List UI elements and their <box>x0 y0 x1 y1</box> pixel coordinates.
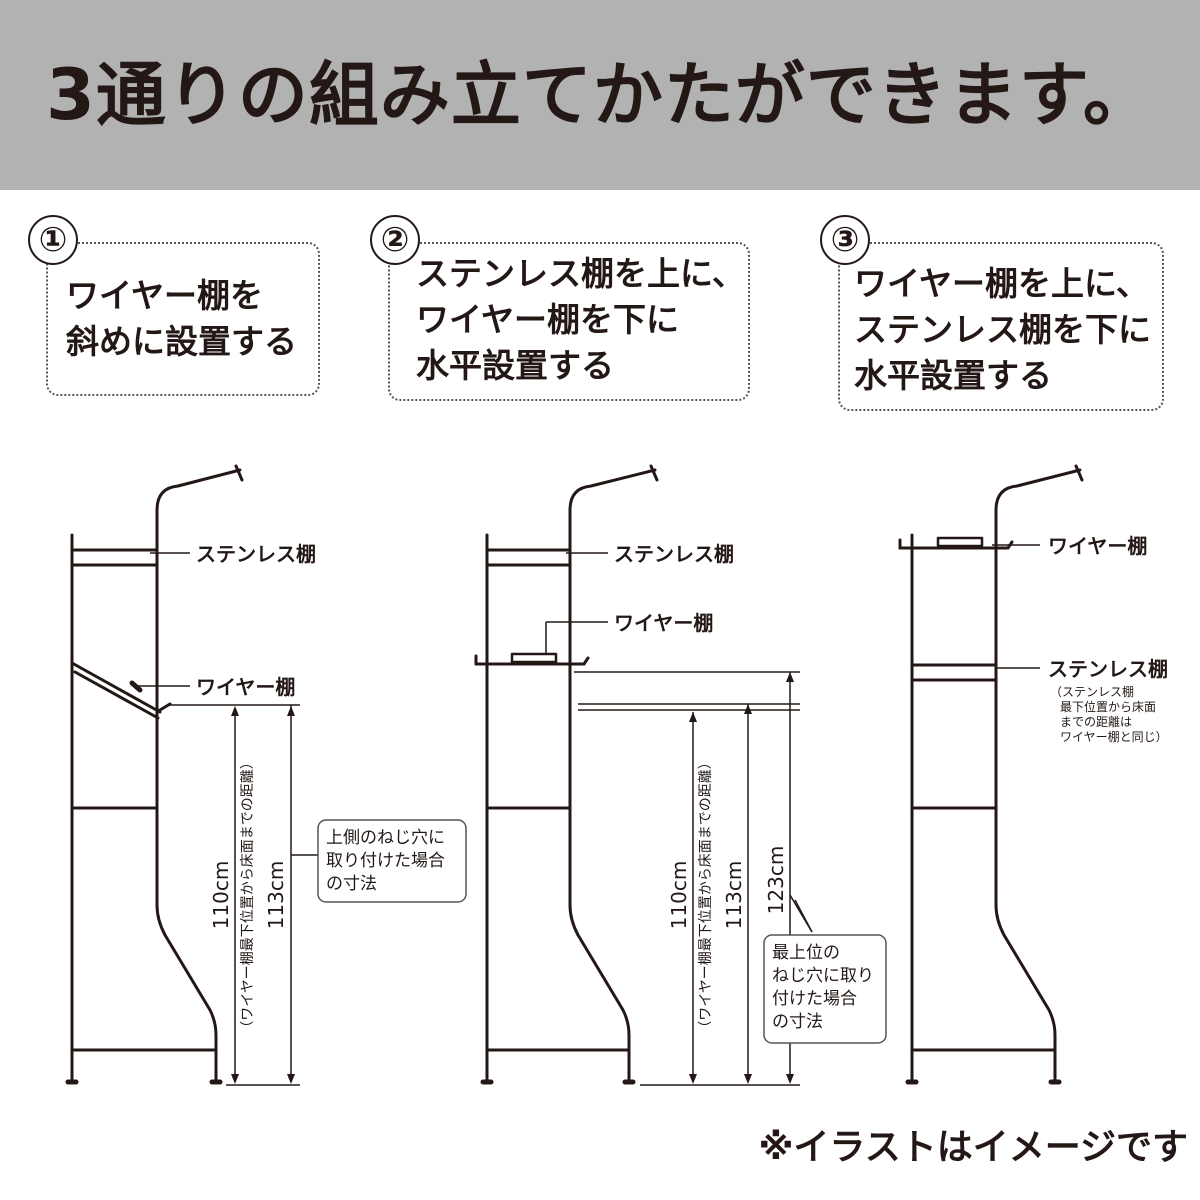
option-number: ③ <box>820 215 870 265</box>
stainless-note-line: 最下位置から床面 <box>1060 699 1156 714</box>
callout-line: 付けた場合 <box>772 989 857 1009</box>
rack-illustration-2 <box>474 464 659 1085</box>
callout-box-1 <box>317 819 467 903</box>
image-disclaimer: ※イラストはイメージです <box>758 1127 1188 1168</box>
dimension-110: 110cm <box>209 861 233 930</box>
dimension-113: 113cm <box>264 861 288 930</box>
option-box <box>46 242 320 396</box>
label-stainless-shelf: ステンレス棚 <box>614 542 734 566</box>
dimension-123: 123cm <box>764 846 788 915</box>
dimension-113: 113cm <box>722 861 746 930</box>
option-line: 水平設置する <box>416 346 614 385</box>
option-line: ワイヤー棚を上に、 <box>854 264 1150 303</box>
option-box <box>838 242 1164 411</box>
header-banner: 3通りの組み立てかたができます。 <box>0 0 1200 190</box>
dimension-110-note: （ワイヤー棚最下位置から床面までの距離） <box>697 755 714 1035</box>
option-line: ステンレス棚を上に、 <box>416 254 746 293</box>
callout-line: 最上位の <box>772 943 840 963</box>
rack-illustration-1 <box>65 464 244 1085</box>
option-line: ステンレス棚を下に <box>854 310 1151 349</box>
option-line: ワイヤー棚を下に <box>416 300 680 339</box>
option-3: ③ ワイヤー棚を上に、 ステンレス棚を下に 水平設置する <box>820 215 1170 415</box>
option-line: ワイヤー棚を <box>66 276 264 315</box>
dimension-110: 110cm <box>667 861 691 930</box>
callout-line: 取り付けた場合 <box>326 851 445 871</box>
callout-box-2 <box>763 934 887 1044</box>
option-box <box>388 242 750 401</box>
label-stainless-shelf: ステンレス棚 <box>196 542 316 566</box>
stainless-note-line: （ステンレス棚 <box>1050 684 1134 699</box>
page-title: 3通りの組み立てかたができます。 <box>46 54 1154 136</box>
callout-line: 上側のねじ穴に <box>326 828 445 848</box>
label-wire-shelf: ワイヤー棚 <box>1048 534 1147 558</box>
stainless-note-line: ワイヤー棚と同じ） <box>1060 729 1168 744</box>
callout-line: の寸法 <box>326 874 377 894</box>
option-1: ① ワイヤー棚を 斜めに設置する <box>28 215 328 405</box>
callout-line: ねじ穴に取り <box>772 966 874 986</box>
option-number: ② <box>370 215 420 265</box>
label-wire-shelf: ワイヤー棚 <box>196 675 295 699</box>
option-2: ② ステンレス棚を上に、 ワイヤー棚を下に 水平設置する <box>370 215 760 405</box>
option-line: 斜めに設置する <box>66 322 297 361</box>
label-stainless-shelf: ステンレス棚 <box>1048 657 1168 681</box>
rack-illustration-3 <box>898 464 1084 1085</box>
callout-line: の寸法 <box>772 1012 823 1032</box>
label-wire-shelf: ワイヤー棚 <box>614 611 713 635</box>
dimension-110-note: （ワイヤー棚最下位置から床面までの距離） <box>239 755 256 1035</box>
stainless-note-line: までの距離は <box>1060 715 1132 729</box>
option-number: ① <box>28 215 78 265</box>
rack-diagrams: ステンレス棚 ワイヤー棚 110cm （ワイヤー棚最下位置から床面までの距離） … <box>65 464 1168 1086</box>
option-line: 水平設置する <box>854 356 1052 395</box>
